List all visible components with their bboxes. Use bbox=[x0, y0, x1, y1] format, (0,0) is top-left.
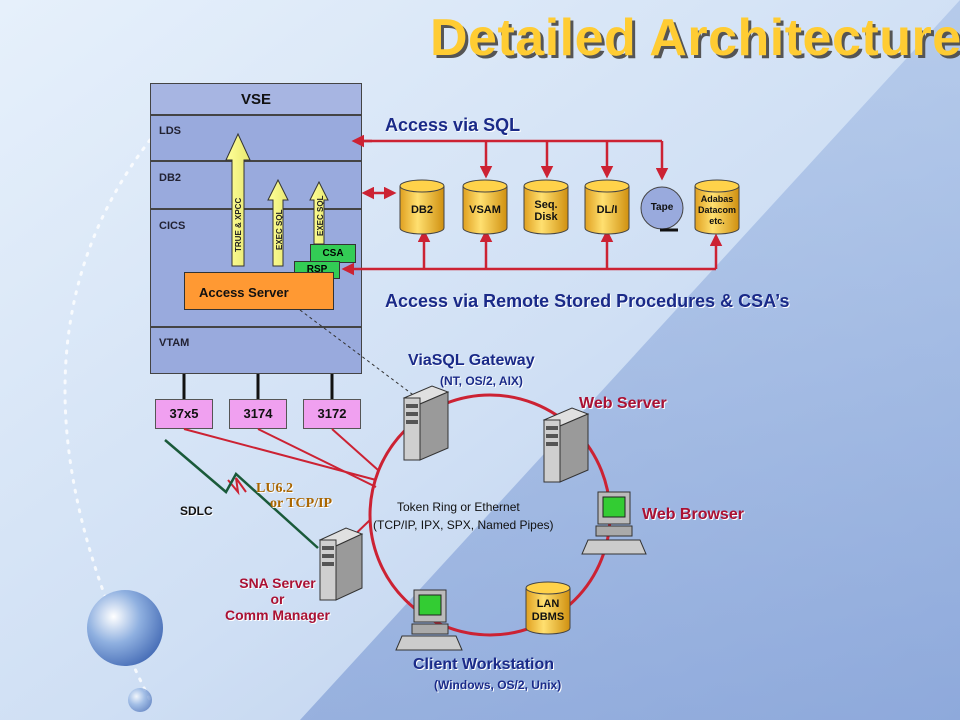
vtam-label: VTAM bbox=[159, 337, 190, 349]
datastore-dli bbox=[584, 179, 630, 235]
link-3174-ring bbox=[257, 428, 377, 488]
ring-sub-label: (TCP/IP, IPX, SPX, Named Pipes) bbox=[373, 518, 554, 532]
csa-label: CSA bbox=[322, 248, 344, 259]
access-sql-heading: Access via SQL bbox=[385, 115, 521, 135]
web-browser-label: Web Browser bbox=[642, 506, 744, 523]
web-server-label: Web Server bbox=[579, 395, 667, 412]
vtam-layer: VTAM bbox=[150, 327, 362, 374]
datastore-tape-label: Tape bbox=[650, 202, 674, 213]
client-label: Client Workstation bbox=[413, 656, 555, 673]
vse-header: VSE bbox=[150, 83, 362, 115]
datastore-db2-label: DB2 bbox=[410, 204, 433, 216]
cics-label: CICS bbox=[159, 220, 186, 232]
lan-dbms-label: LAN DBMS bbox=[531, 598, 565, 623]
controller-3172: 3172 bbox=[303, 399, 361, 429]
controller-3174: 3174 bbox=[229, 399, 287, 429]
lds-layer: LDS bbox=[150, 115, 362, 161]
access-server-box: Access Server bbox=[184, 272, 334, 310]
sna-server-icon bbox=[318, 527, 364, 601]
datastore-db2 bbox=[399, 179, 445, 235]
client-workstation-icon bbox=[395, 589, 463, 651]
true-xpcc-arrow bbox=[225, 132, 251, 267]
ring-label: Token Ring or Ethernet bbox=[397, 500, 520, 514]
datastore-seq-disk bbox=[523, 179, 569, 235]
gateway-label: ViaSQL Gateway bbox=[408, 352, 535, 369]
datastore-adabas-label: Adabas Datacom etc. bbox=[697, 194, 736, 226]
exec-sql-arrow-1 bbox=[267, 178, 289, 267]
client-sub-label: (Windows, OS/2, Unix) bbox=[434, 678, 562, 692]
access-server-label: Access Server bbox=[199, 285, 289, 300]
vse-label: VSE bbox=[240, 91, 271, 108]
access-to-gateway-dash bbox=[299, 309, 421, 401]
lan-dbms-cylinder bbox=[525, 581, 571, 635]
sna-server-label: SNA Server or Comm Manager bbox=[224, 575, 331, 623]
gateway-server-icon bbox=[402, 385, 450, 461]
exec-sql-arrow-2 bbox=[309, 180, 329, 245]
tcpip-label: or TCP/IP bbox=[270, 496, 333, 511]
controller-37x5: 37x5 bbox=[155, 399, 213, 429]
datastore-adabas bbox=[694, 179, 740, 235]
lu62-zigzag bbox=[227, 477, 247, 496]
datastore-vsam bbox=[462, 179, 508, 235]
datastore-seq-label: Seq. Disk bbox=[534, 199, 558, 223]
sdlc-label: SDLC bbox=[180, 504, 213, 518]
gateway-sub-label: (NT, OS/2, AIX) bbox=[440, 374, 523, 388]
lu62-label: LU6.2 bbox=[256, 481, 293, 496]
lds-label: LDS bbox=[159, 125, 181, 137]
link-3172-ring bbox=[331, 428, 379, 471]
rsp-label: RSP bbox=[306, 264, 328, 275]
datastore-vsam-label: VSAM bbox=[469, 204, 501, 216]
web-server-icon bbox=[542, 407, 590, 483]
web-browser-icon bbox=[581, 491, 647, 555]
db2-layer: DB2 bbox=[150, 161, 362, 209]
datastore-dli-label: DL/I bbox=[596, 204, 618, 216]
datastore-tape bbox=[640, 186, 684, 232]
access-rsp-heading: Access via Remote Stored Procedures & CS… bbox=[385, 291, 790, 311]
sdlc-link bbox=[164, 439, 319, 549]
db2-label: DB2 bbox=[159, 172, 182, 184]
page-title: Detailed Architecture bbox=[430, 9, 960, 67]
